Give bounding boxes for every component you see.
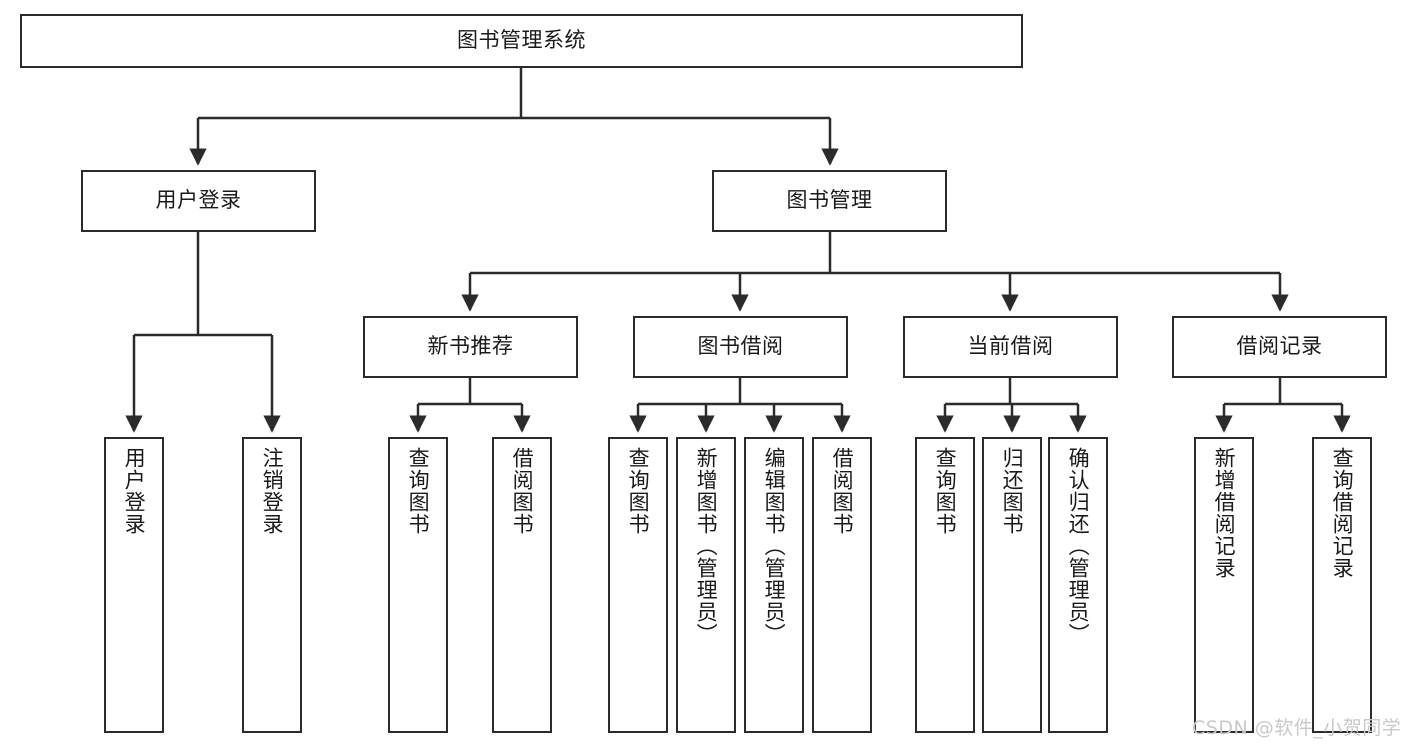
leaf-new-book-borrow-label: 借阅图书: [510, 447, 535, 535]
node-new-book-recommend[interactable]: 新书推荐: [363, 316, 578, 378]
node-current-borrow-label: 当前借阅: [967, 334, 1054, 359]
node-root-label: 图书管理系统: [457, 28, 586, 53]
leaf-user-login-signout[interactable]: 注销登录: [242, 437, 302, 733]
node-current-borrow[interactable]: 当前借阅: [903, 316, 1118, 378]
leaf-book-borrow-query[interactable]: 查询图书: [608, 437, 668, 733]
leaf-current-borrow-confirm[interactable]: 确认归还（管理员）: [1048, 437, 1108, 733]
leaf-current-borrow-confirm-label: 确认归还（管理员）: [1066, 447, 1091, 645]
leaf-new-book-query-label: 查询图书: [406, 447, 431, 535]
leaf-borrow-record-query-label: 查询借阅记录: [1330, 447, 1355, 579]
leaf-book-borrow-edit[interactable]: 编辑图书（管理员）: [744, 437, 804, 733]
leaf-current-borrow-return[interactable]: 归还图书: [982, 437, 1042, 733]
leaf-current-borrow-query-label: 查询图书: [933, 447, 958, 535]
node-borrow-record-label: 借阅记录: [1236, 334, 1323, 359]
node-root-book-management-system[interactable]: 图书管理系统: [20, 14, 1023, 68]
leaf-borrow-record-query[interactable]: 查询借阅记录: [1312, 437, 1372, 733]
node-book-borrow[interactable]: 图书借阅: [633, 316, 848, 378]
leaf-book-borrow-lend[interactable]: 借阅图书: [812, 437, 872, 733]
leaf-current-borrow-query[interactable]: 查询图书: [915, 437, 975, 733]
leaf-book-borrow-edit-label: 编辑图书（管理员）: [762, 447, 787, 645]
leaf-user-login-signout-label: 注销登录: [260, 447, 285, 535]
node-book-management[interactable]: 图书管理: [712, 170, 947, 232]
leaf-current-borrow-return-label: 归还图书: [1000, 447, 1025, 535]
leaf-book-borrow-add[interactable]: 新增图书（管理员）: [676, 437, 736, 733]
leaf-new-book-borrow[interactable]: 借阅图书: [492, 437, 552, 733]
node-new-book-recommend-label: 新书推荐: [427, 334, 514, 359]
leaf-borrow-record-add[interactable]: 新增借阅记录: [1194, 437, 1254, 733]
csdn-watermark: CSDN @软件_小贺同学: [1192, 717, 1402, 739]
leaf-book-borrow-lend-label: 借阅图书: [830, 447, 855, 535]
node-borrow-record[interactable]: 借阅记录: [1172, 316, 1387, 378]
leaf-new-book-query[interactable]: 查询图书: [388, 437, 448, 733]
node-user-login[interactable]: 用户登录: [81, 170, 316, 232]
leaf-user-login-signin[interactable]: 用户登录: [104, 437, 164, 733]
node-user-login-label: 用户登录: [155, 188, 242, 213]
leaf-borrow-record-add-label: 新增借阅记录: [1212, 447, 1237, 579]
leaf-book-borrow-query-label: 查询图书: [626, 447, 651, 535]
leaf-book-borrow-add-label: 新增图书（管理员）: [694, 447, 719, 645]
leaf-user-login-signin-label: 用户登录: [122, 447, 147, 535]
node-book-management-label: 图书管理: [786, 188, 873, 213]
node-book-borrow-label: 图书借阅: [697, 334, 784, 359]
